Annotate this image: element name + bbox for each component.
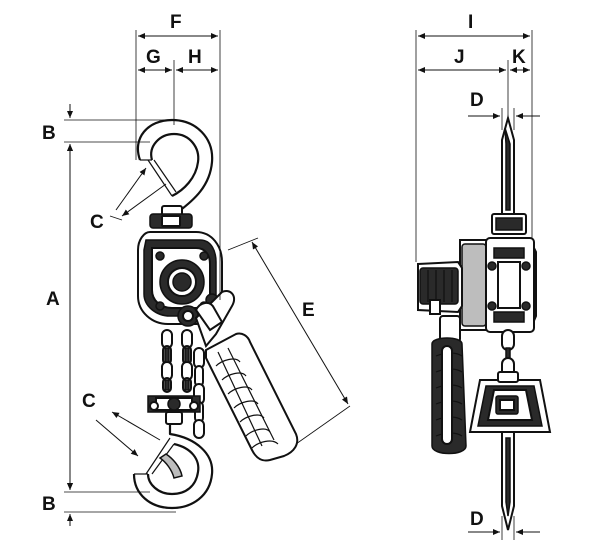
label-D-top: D — [470, 90, 484, 111]
label-D-bottom: D — [470, 509, 484, 530]
side-bottom-hook — [501, 431, 515, 531]
dimension-F: F — [135, 12, 221, 300]
dimension-D-top: D — [468, 90, 540, 130]
label-C-top: C — [90, 212, 104, 233]
label-H: H — [188, 47, 202, 68]
hoist-housing — [137, 231, 223, 327]
label-A: A — [46, 289, 60, 310]
dimension-I: I — [415, 12, 533, 262]
bottom-hook — [132, 424, 214, 510]
side-lower-block — [468, 371, 552, 433]
lower-hook-block — [147, 395, 201, 425]
dimension-J-K: J K — [418, 47, 530, 118]
side-view: I J K D D — [415, 12, 552, 540]
side-handle — [431, 315, 467, 455]
dimension-C-top: C — [90, 167, 167, 233]
dimension-E: E — [227, 237, 351, 445]
label-G: G — [146, 47, 161, 68]
label-C-bottom: C — [82, 391, 96, 412]
side-top-hook — [501, 114, 515, 215]
label-B-top: B — [42, 123, 56, 144]
label-J: J — [454, 47, 465, 68]
dimension-D-bottom: D — [468, 509, 540, 540]
dimension-A: A — [46, 144, 73, 490]
top-hook — [136, 118, 214, 229]
dimension-C-bottom: C — [82, 391, 161, 457]
side-chain — [501, 329, 515, 379]
front-view: F G H B A B — [42, 12, 351, 526]
label-B-bottom: B — [42, 494, 56, 515]
label-I: I — [468, 12, 473, 33]
label-F: F — [170, 12, 182, 33]
side-housing — [417, 213, 537, 333]
dimension-B-top: B — [42, 104, 176, 158]
label-K: K — [512, 47, 526, 68]
lever-handle — [194, 290, 299, 462]
label-E: E — [302, 300, 315, 321]
dimension-G-H: G H — [138, 47, 218, 125]
dimension-B-bottom: B — [42, 478, 176, 526]
